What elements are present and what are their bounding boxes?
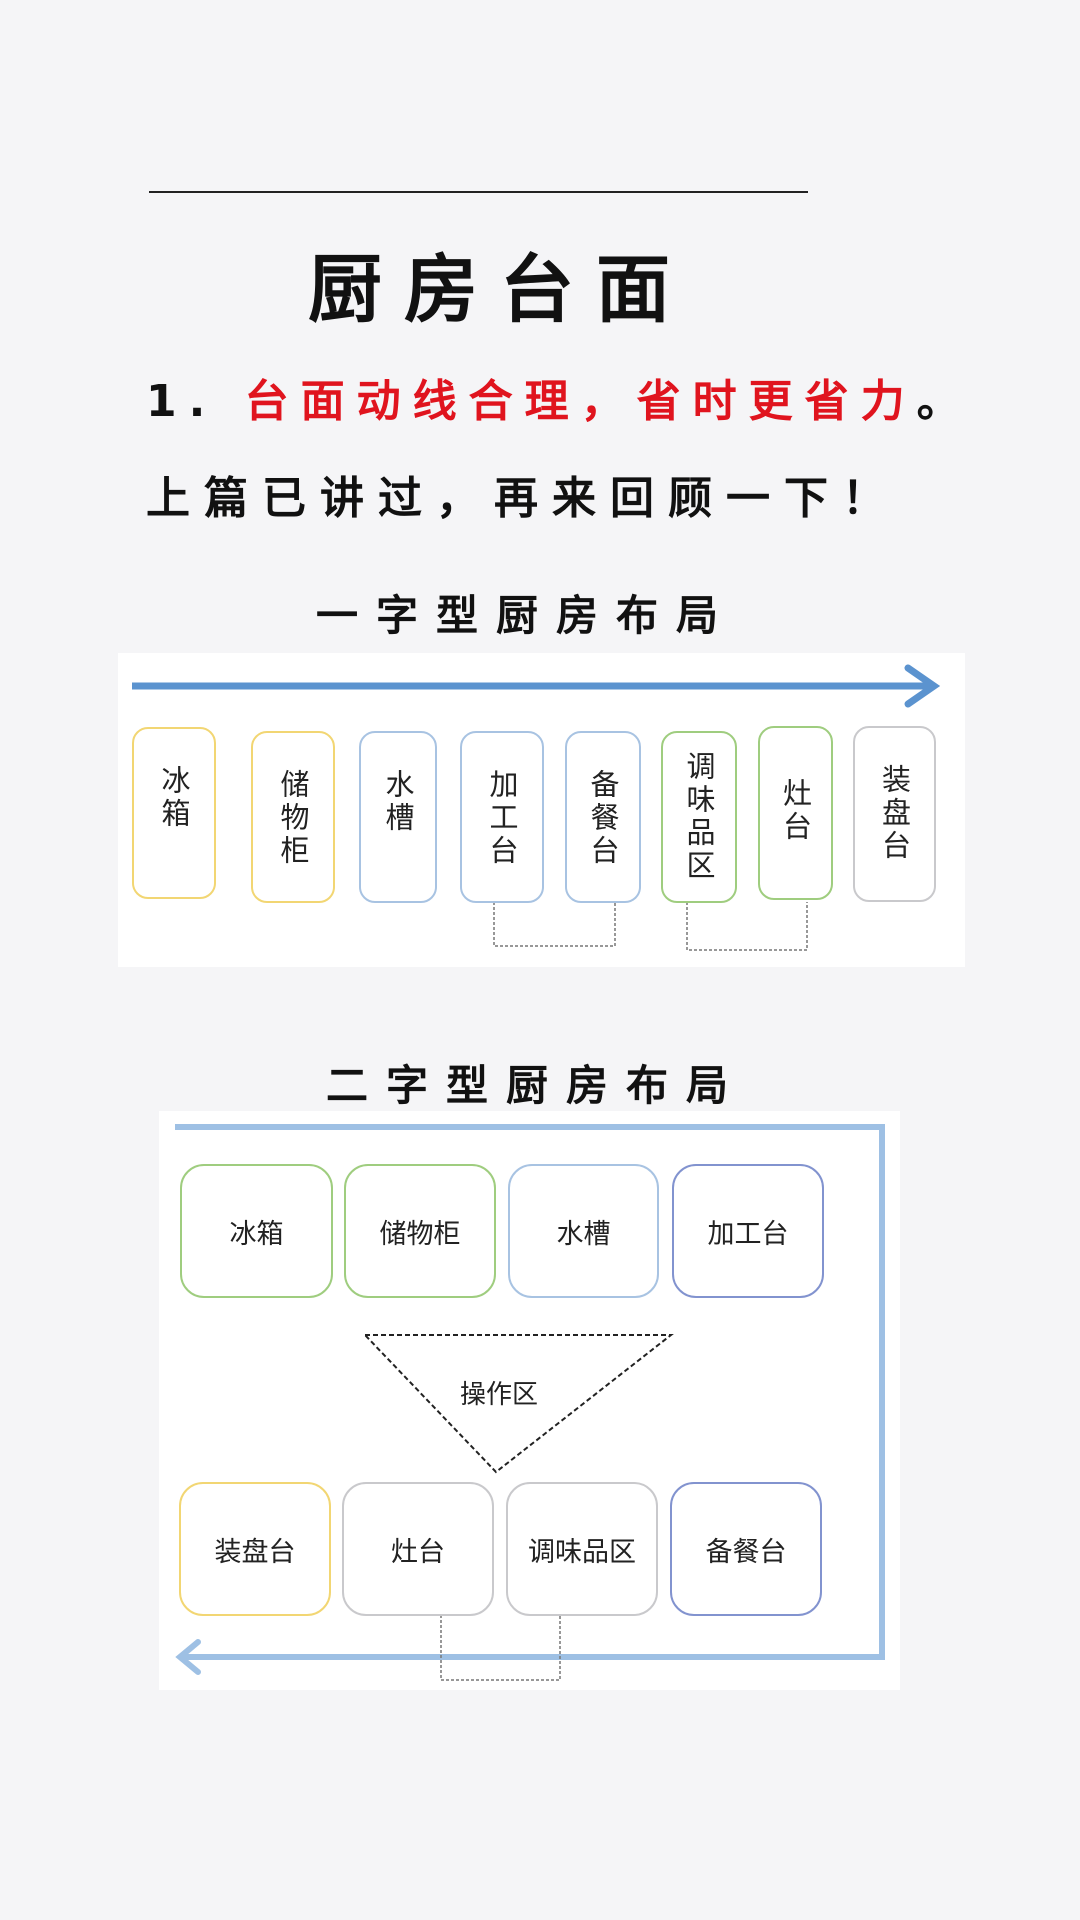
l1-box-plating: 装盘台 [853, 726, 936, 902]
bracket-stove-seasoning [440, 1615, 561, 1681]
point-highlight: 台面动线合理，省时更省力 [244, 376, 917, 427]
work-triangle [362, 1334, 674, 1474]
box-label: 储物柜 [276, 769, 310, 868]
flow-arrow-head [904, 664, 941, 708]
l2-box-serving: 备餐台 [670, 1482, 822, 1616]
l1-box-prep: 加工台 [460, 731, 544, 903]
layout1-title: 一字型厨房布局 [315, 591, 736, 640]
work-zone-label: 操作区 [460, 1380, 539, 1410]
l1-box-fridge: 冰箱 [132, 727, 216, 899]
loop-arrow-line [175, 1124, 885, 1660]
l2-box-storage: 储物柜 [344, 1164, 496, 1298]
l2-box-fridge: 冰箱 [180, 1164, 333, 1298]
layout2-title: 二字型厨房布局 [325, 1061, 746, 1110]
l2-box-stove: 灶台 [342, 1482, 494, 1616]
l2-box-seasoning: 调味品区 [506, 1482, 658, 1616]
box-label: 备餐台 [586, 769, 620, 868]
bracket-prep [493, 902, 616, 947]
bracket-stove [686, 902, 808, 951]
box-label: 加工台 [485, 769, 519, 868]
l2-box-plating: 装盘台 [179, 1482, 331, 1616]
page-title: 厨房台面 [308, 247, 692, 333]
l1-box-seasoning: 调味品区 [661, 731, 737, 903]
l1-box-sink: 水槽 [359, 731, 437, 903]
divider-line [149, 191, 808, 193]
l2-box-sink: 水槽 [508, 1164, 659, 1298]
loop-arrow-head [175, 1639, 201, 1675]
l2-box-prep: 加工台 [672, 1164, 824, 1298]
point-number: 1. [146, 376, 218, 427]
l1-box-serving: 备餐台 [565, 731, 641, 903]
box-label: 调味品区 [682, 751, 716, 883]
point-1: 1. 台面动线合理，省时更省力。 [146, 365, 973, 429]
box-label: 装盘台 [877, 764, 912, 863]
box-label: 灶台 [778, 778, 813, 844]
point-end: 。 [916, 376, 973, 427]
box-label: 冰箱 [157, 765, 191, 831]
recap-text: 上篇已讲过，再来回顾一下！ [146, 473, 900, 524]
l1-box-storage: 储物柜 [251, 731, 335, 903]
box-label: 水槽 [381, 769, 415, 835]
l1-box-stove: 灶台 [758, 726, 833, 900]
